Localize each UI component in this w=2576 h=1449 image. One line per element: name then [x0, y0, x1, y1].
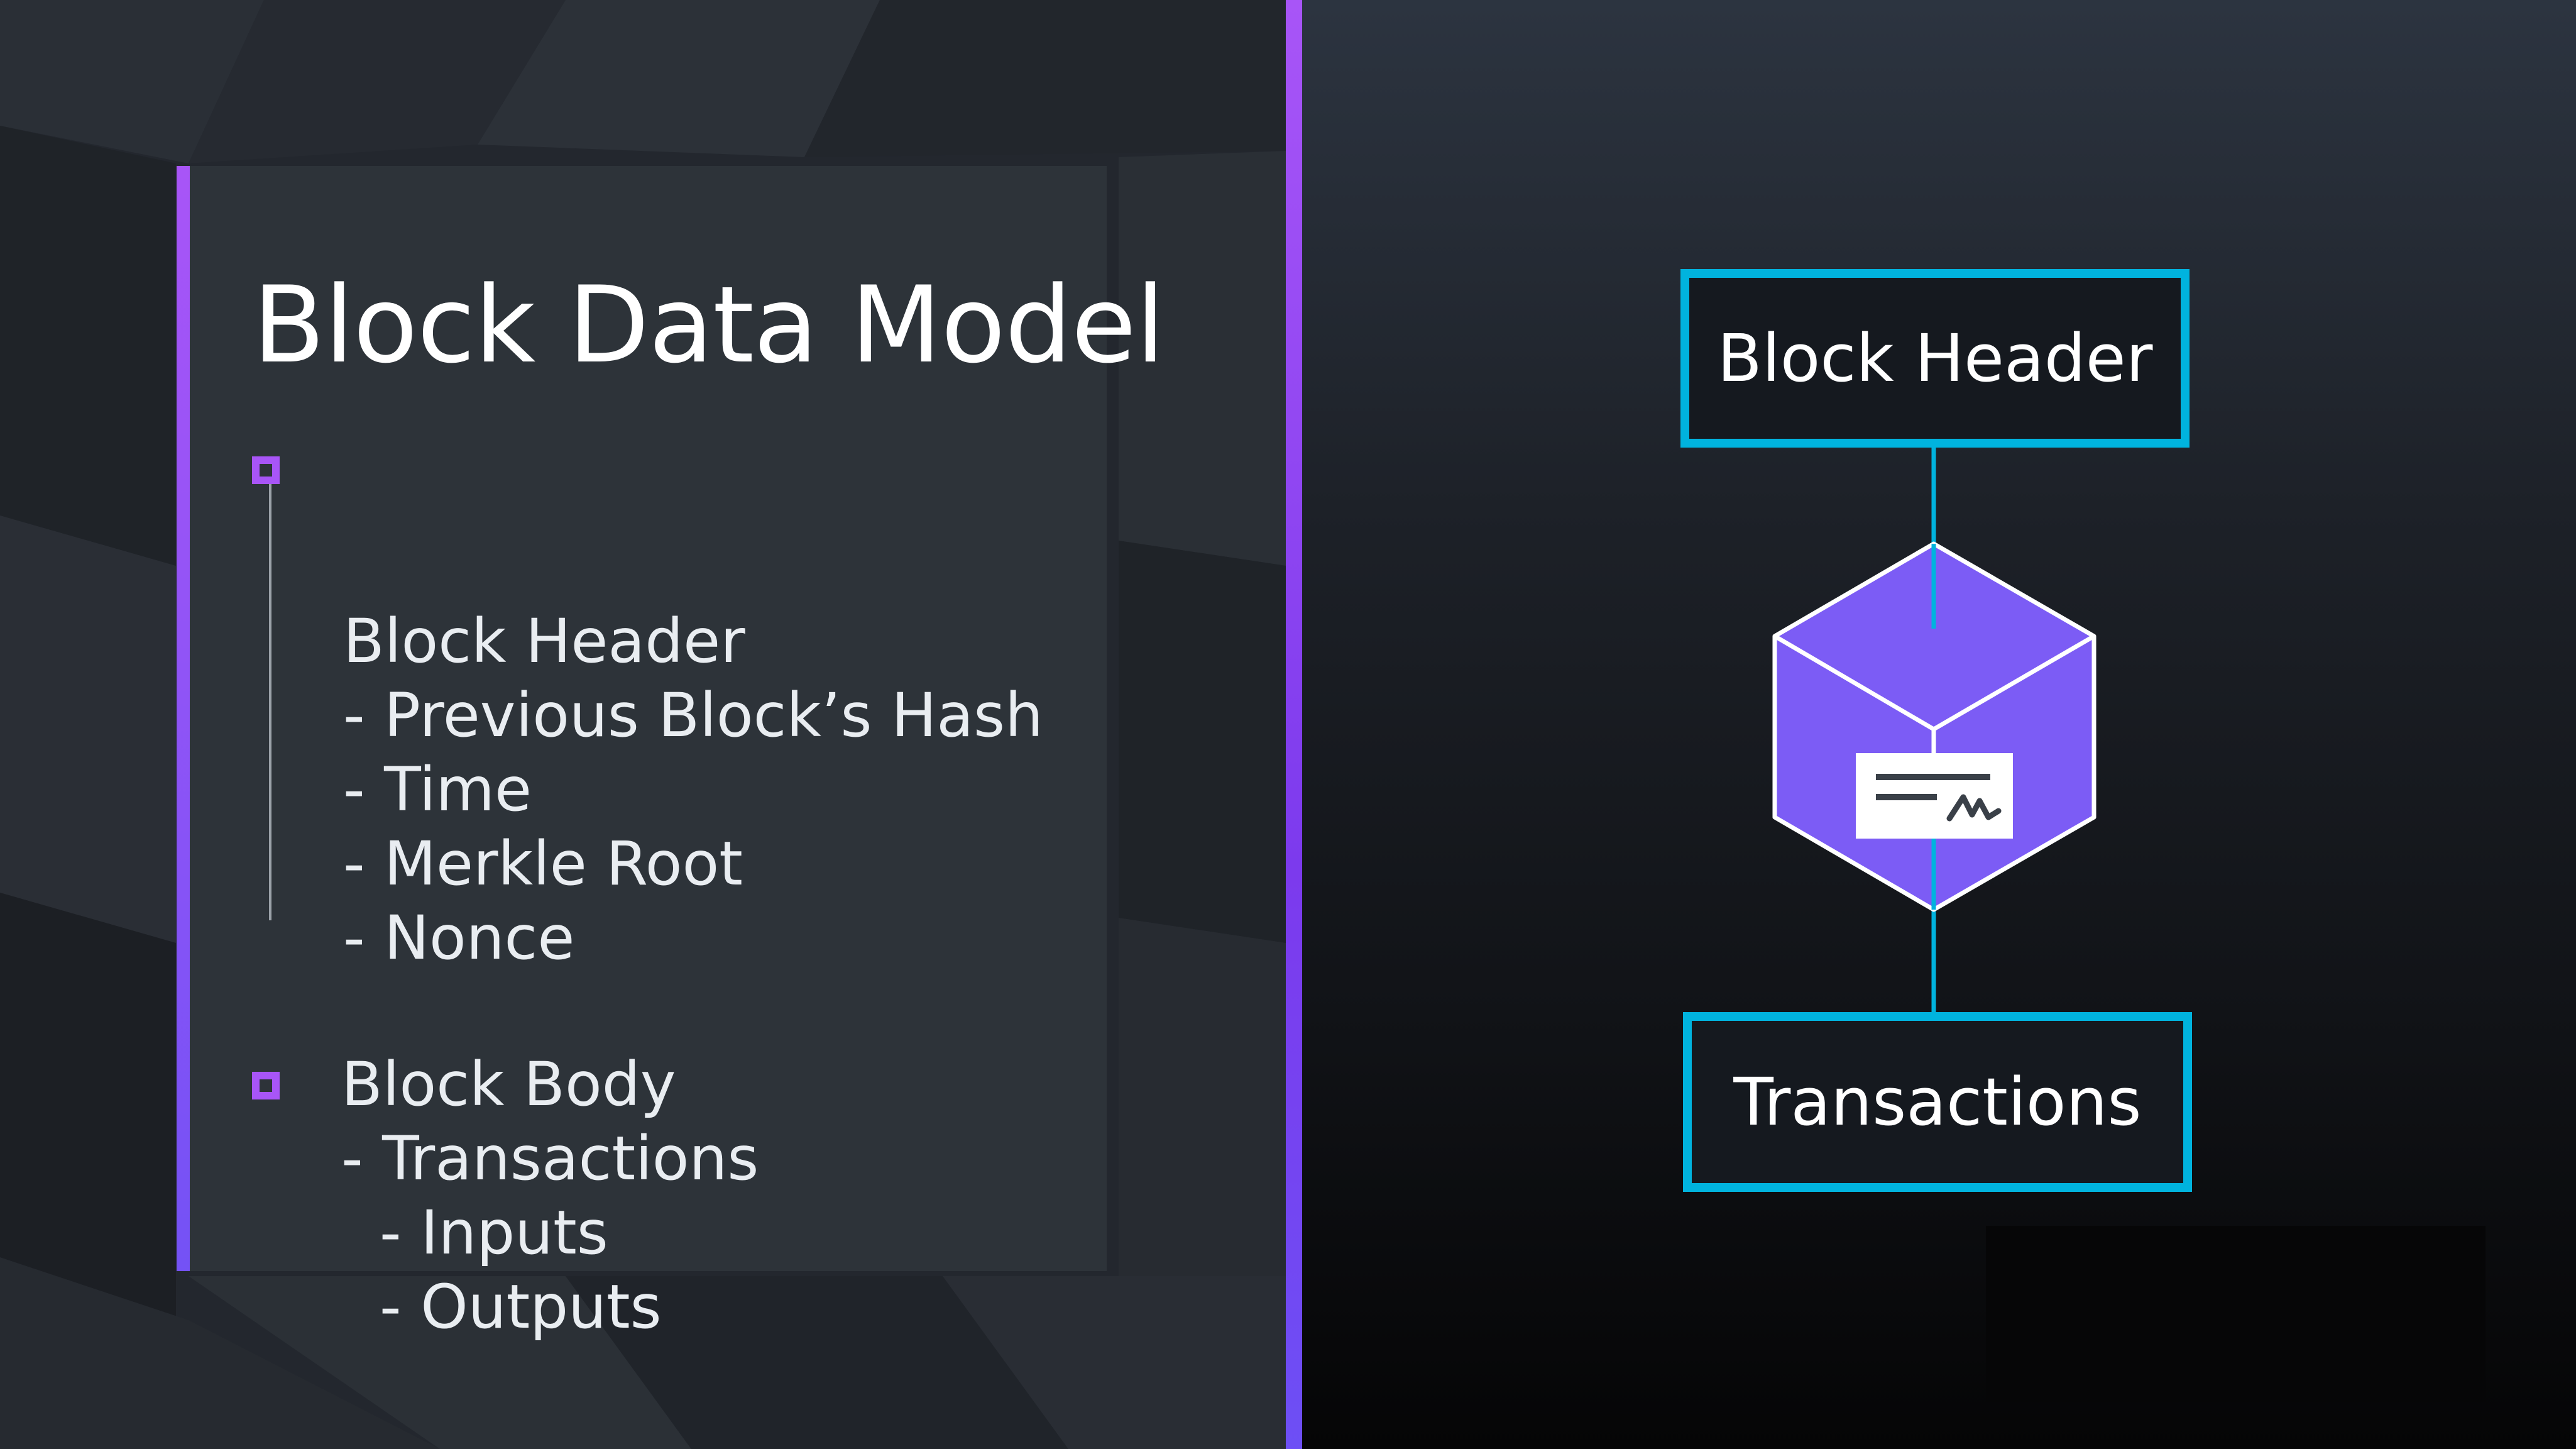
cube-pattern-background	[0, 0, 1286, 1449]
list-item: - Outputs	[341, 1272, 662, 1342]
diagram-connectors	[1772, 448, 2096, 1012]
content-panel: Block Data Model Block Header - Previous…	[177, 166, 1165, 1337]
list-item: - Merkle Root	[343, 829, 743, 899]
slide-title: Block Data Model	[253, 263, 1165, 387]
panel-accent-bar	[177, 166, 190, 1271]
transactions-box-label: Transactions	[1733, 1064, 2142, 1140]
section-heading-block-header: Block Header	[343, 606, 745, 676]
vertical-divider	[1286, 0, 1302, 1449]
list-item: - Previous Block’s Hash	[343, 680, 1043, 751]
list-item: - Inputs	[341, 1198, 608, 1268]
list-item: - Nonce	[343, 903, 575, 973]
outline-timeline-line	[269, 479, 271, 920]
block-diagram: Block Header Transactions	[1302, 0, 2576, 1449]
section-heading-block-body: Block Body	[341, 1049, 676, 1120]
transactions-box: Transactions	[1683, 1012, 2192, 1192]
list-item: - Transactions	[341, 1123, 759, 1194]
square-bullet-icon	[252, 1072, 280, 1099]
square-bullet-icon	[252, 456, 280, 484]
block-cube-icon	[1772, 541, 2096, 912]
dark-overlay-region	[1986, 1226, 2486, 1402]
list-item: - Time	[343, 754, 532, 825]
block-header-box-label: Block Header	[1717, 320, 2153, 397]
signed-document-icon	[1856, 753, 2013, 839]
block-header-box: Block Header	[1680, 269, 2190, 448]
